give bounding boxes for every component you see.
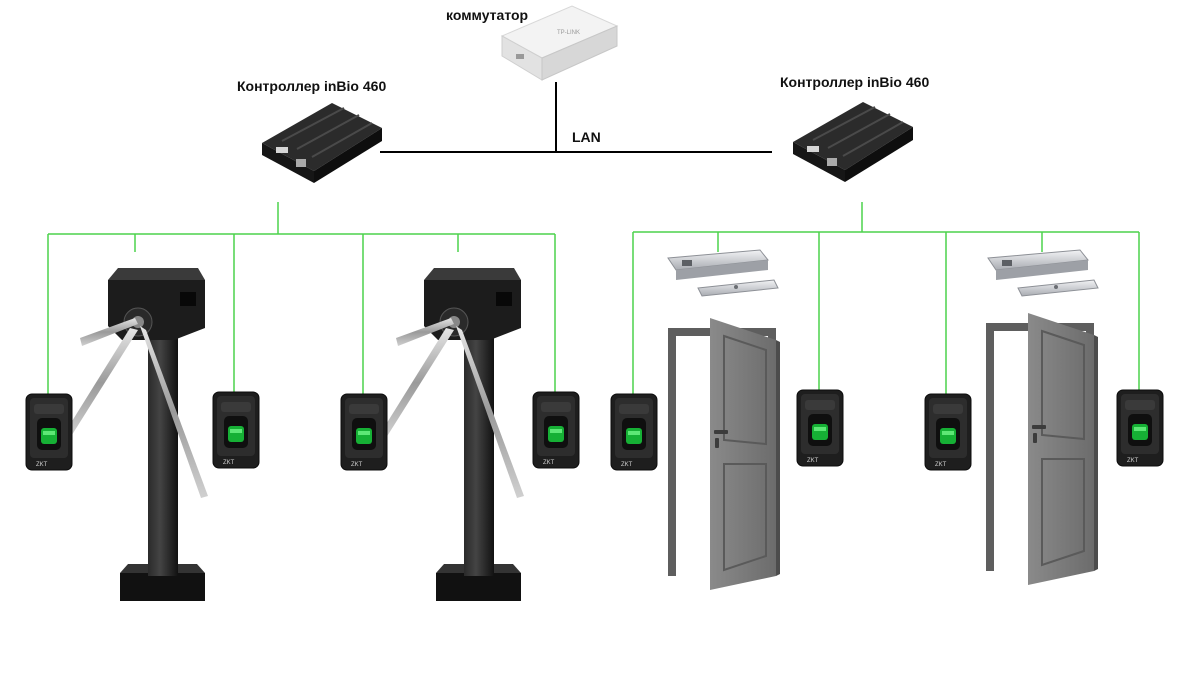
maglock-1-icon [667, 249, 779, 297]
reader-8-icon [1116, 389, 1164, 467]
maglock-2-icon [987, 249, 1099, 297]
wiring-right [632, 202, 1140, 396]
door-2-icon [985, 312, 1099, 586]
reader-4-icon [532, 391, 580, 469]
controller-left-icon [261, 102, 383, 184]
controller-right-icon [792, 101, 914, 183]
controller-right-label: Контроллер inBio 460 [780, 74, 930, 90]
reader-6-icon [796, 389, 844, 467]
turnstile-1-icon [63, 267, 209, 602]
reader-2-icon [212, 391, 260, 469]
reader-5-icon [610, 393, 658, 471]
reader-1-icon [25, 393, 73, 471]
network-switch-icon [501, 5, 618, 81]
wiring-left [47, 202, 556, 396]
turnstile-2-icon [379, 267, 525, 602]
lan-label: LAN [572, 129, 601, 145]
controller-left-label: Контроллер inBio 460 [237, 78, 387, 94]
reader-3-icon [340, 393, 388, 471]
door-1-icon [667, 317, 781, 591]
switch-label: коммутатор [446, 7, 529, 23]
reader-7-icon [924, 393, 972, 471]
